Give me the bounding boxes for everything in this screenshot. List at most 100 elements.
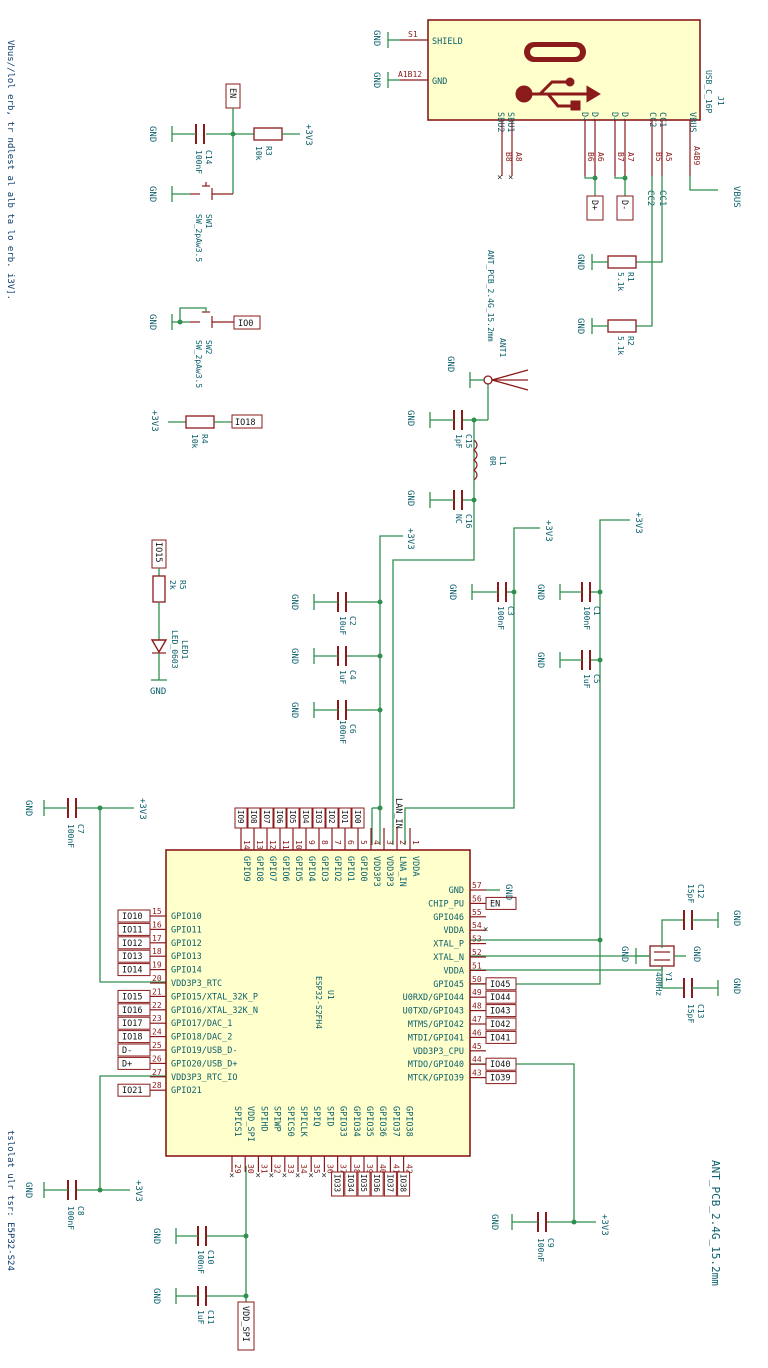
vdd3p3-decoupling: +3V3 GND C2 10uF GND C4 1uF GND C6 100nF	[289, 528, 415, 845]
mcu-net-text-15: IO10	[122, 912, 142, 922]
mcu-pin-num-40: 40	[378, 1164, 387, 1174]
mcu-pin-num-20: 20	[152, 974, 162, 983]
svg-text:100nF: 100nF	[66, 1206, 75, 1230]
vdd-spi-decoupling: GND C10 100nF GND C11 1uF VDD_SPI	[151, 1166, 255, 1351]
crystal-circuit: GND GND Y1 40MHz GND C12 15pF GND C13 15…	[470, 884, 741, 1023]
usb-value: USB_C_16P	[704, 70, 713, 114]
mcu-net-label-6	[338, 807, 352, 829]
svg-text:IO0: IO0	[238, 319, 253, 329]
mcu-pin-num-33: 33	[286, 1164, 295, 1174]
mcu-pin-name-30: VDD_SPI	[245, 1106, 255, 1142]
antenna-title: ANT_PCB_2.4G_15.2mm	[709, 1160, 722, 1286]
usb-pin-num-gnd: A1B12	[398, 70, 422, 79]
mcu-pin-name-28: GPIO21	[171, 1086, 202, 1096]
svg-text:IO15: IO15	[153, 542, 163, 562]
mcu-body	[165, 849, 471, 1157]
mcu-pin-num-22: 22	[152, 1001, 162, 1010]
svg-text:100nF: 100nF	[338, 720, 347, 744]
usb-connector-body	[427, 19, 701, 121]
svg-text:+3V3: +3V3	[599, 1214, 609, 1236]
cc-resistors: GND R1 5.1k GND R2 5.1k	[575, 254, 637, 355]
svg-text:GND: GND	[23, 1182, 33, 1198]
mcu-pin-name-40: GPIO36	[377, 1106, 387, 1137]
usb-pin-dm: D-	[589, 112, 599, 122]
mcu-net-label-25	[117, 1043, 151, 1057]
mcu-net-label-50	[485, 977, 517, 991]
mcu-net-text-22: IO16	[122, 1006, 142, 1016]
svg-text:0R: 0R	[488, 456, 497, 466]
mcu-pin-name-11: GPIO6	[280, 856, 290, 882]
usb-ref: J1	[716, 96, 725, 106]
mcu-net-label-14	[234, 807, 248, 829]
rtc-io-decoupling-c8: +3V3 GND C8 100nF	[23, 1075, 166, 1230]
svg-text:+3V3: +3V3	[137, 798, 147, 820]
mcu-pin-num-18: 18	[152, 947, 162, 956]
svg-text:1uF: 1uF	[338, 670, 347, 685]
mcu-net-label-42	[397, 1171, 411, 1197]
mcu-net-text-8: IO3	[314, 810, 323, 824]
mcu-pins: 1VDDA2LNA_IN3VDD3P34VDD3P35GPIO0IO06GPIO…	[117, 807, 517, 1197]
svg-text:C11: C11	[206, 1310, 215, 1325]
mcu-pin-num-10: 10	[294, 840, 303, 850]
svg-text:+3V3: +3V3	[133, 1180, 143, 1202]
mcu-net-label-41	[383, 1171, 397, 1197]
vdda-decoupling-c1-c5: +3V3 GND C1 100nF GND C5 1uF	[470, 512, 643, 985]
svg-text:40MHz: 40MHz	[654, 972, 663, 996]
mcu-pin-name-53: XTAL_P	[433, 940, 464, 950]
mcu-net-label-11	[273, 807, 287, 829]
mcu-pin-num-16: 16	[152, 920, 162, 929]
mcu-net-text-14: IO9	[236, 810, 245, 824]
svg-text:GND: GND	[147, 314, 157, 330]
usb-pin-cc2: CC2	[647, 112, 657, 127]
mcu-pin-name-26: GPIO20/USB_D+	[171, 1059, 238, 1069]
mcu-pin-name-22: GPIO16/XTAL_32K_N	[171, 1006, 258, 1016]
mcu-right-wiring: GND ×	[483, 884, 513, 935]
svg-text:C1: C1	[592, 606, 601, 616]
mcu-net-text-28: IO21	[122, 1086, 142, 1096]
mcu-pin-name-1: VDDA	[410, 856, 420, 876]
mcu-pin-num-13: 13	[255, 840, 264, 850]
mcu-net-label-49	[485, 990, 517, 1004]
svg-text:+3V3: +3V3	[633, 512, 643, 534]
mcu-pin-num-41: 41	[391, 1164, 400, 1174]
lan-in-label: LAN_IN	[393, 798, 403, 829]
svg-text:GND: GND	[405, 410, 415, 426]
svg-text:D-: D-	[619, 200, 629, 210]
svg-text:×: ×	[229, 1171, 234, 1181]
svg-text:C9: C9	[546, 1238, 555, 1248]
svg-text:GND: GND	[151, 1288, 161, 1304]
svg-text:SW_2pAw3.5: SW_2pAw3.5	[194, 340, 203, 388]
svg-text:GND: GND	[405, 490, 415, 506]
mcu-pin-name-37: GPIO33	[338, 1106, 348, 1137]
mcu-pin-name-44: MTDO/GPIO40	[408, 1060, 464, 1070]
mcu-net-text-38: IO34	[346, 1174, 355, 1193]
svg-text:10uF: 10uF	[338, 616, 347, 635]
vdda-decoupling-c3: +3V3 GND C3 100nF	[404, 520, 553, 845]
svg-text:A4B9: A4B9	[692, 146, 701, 165]
svg-text:C4: C4	[348, 670, 357, 680]
svg-text:GND: GND	[535, 584, 545, 600]
svg-text:GND: GND	[731, 978, 741, 994]
mcu-net-label-43	[485, 1071, 517, 1085]
usb-dm-net-label	[616, 195, 634, 221]
usb-pin-num-shield: S1	[408, 30, 418, 39]
mcu-pin-num-48: 48	[472, 1002, 482, 1011]
mcu-pin-num-2: 2	[398, 840, 407, 845]
mcu-net-text-9: IO4	[301, 810, 310, 824]
mcu-pin-num-7: 7	[333, 840, 342, 845]
usb-dp-net-label	[586, 195, 604, 221]
svg-text:R3: R3	[264, 146, 273, 156]
mcu-pin-name-17: GPIO12	[171, 939, 202, 949]
usb-pin-shield: SHIELD	[432, 37, 463, 47]
mcu-net-text-16: IO11	[122, 925, 142, 935]
svg-text:SW_2pAw3.5: SW_2pAw3.5	[194, 214, 203, 262]
mcu-net-text-13: IO8	[249, 810, 258, 824]
svg-text:C6: C6	[348, 724, 357, 734]
svg-text:GND: GND	[289, 648, 299, 664]
mcu-pin-num-26: 26	[152, 1054, 162, 1063]
mcu-pin-name-48: U0TXD/GPIO43	[403, 1007, 464, 1017]
mcu-pin-name-4: VDD3P3	[371, 856, 381, 887]
mcu-pin-name-52: XTAL_N	[433, 953, 464, 963]
io18-net-label	[231, 414, 263, 429]
mcu-pin-num-1: 1	[411, 840, 420, 845]
